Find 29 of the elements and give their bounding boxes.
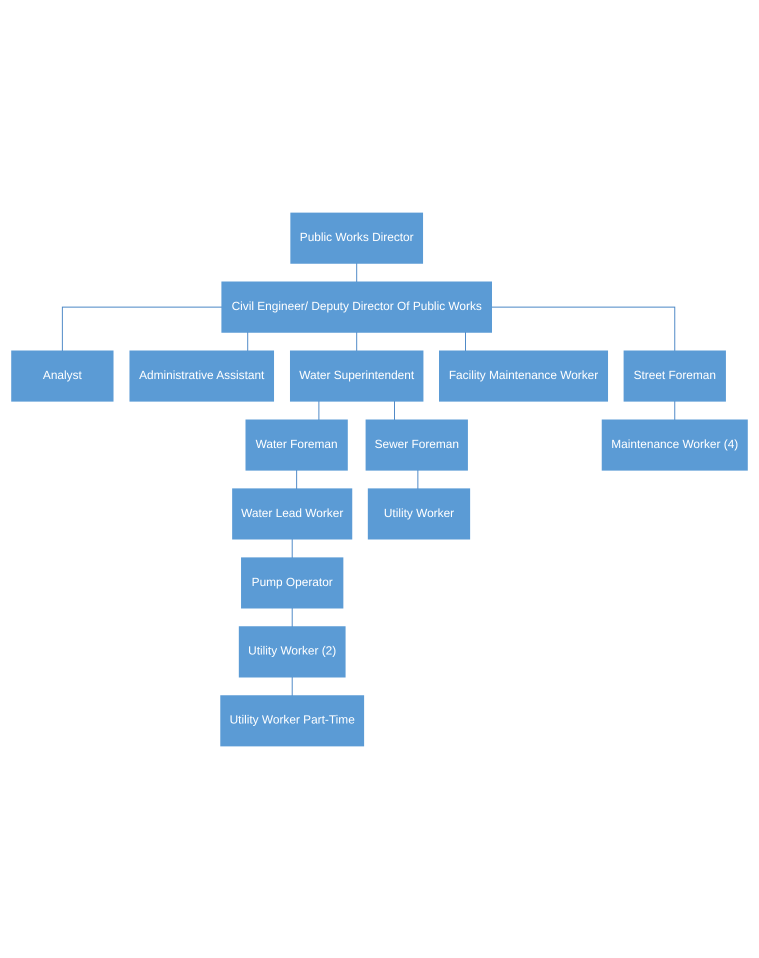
connector bbox=[292, 607, 293, 627]
node-box: Maintenance Worker (4) bbox=[602, 418, 748, 470]
connector bbox=[417, 469, 418, 489]
connector bbox=[296, 469, 298, 489]
node-box: Administrative Assistant bbox=[129, 350, 274, 402]
connector bbox=[292, 538, 293, 558]
node-box: Street Foreman bbox=[624, 350, 726, 402]
connector bbox=[465, 331, 466, 351]
node-box: Public Works Director bbox=[290, 212, 424, 264]
node-box: Water Superintendent bbox=[290, 350, 424, 402]
node-box: Utility Worker bbox=[368, 488, 470, 540]
node-box: Analyst bbox=[11, 350, 114, 402]
connector bbox=[318, 400, 320, 420]
node-box: Facility Maintenance Worker bbox=[439, 350, 608, 402]
node-box: Sewer Foreman bbox=[366, 418, 468, 470]
node-box: Pump Operator bbox=[241, 556, 344, 608]
node-box: Water Lead Worker bbox=[232, 488, 352, 540]
node-box: Utility Worker (2) bbox=[238, 626, 346, 677]
node-box: Civil Engineer/ Deputy Director Of Public Works bbox=[221, 281, 492, 332]
connector bbox=[674, 400, 676, 420]
node-box: Water Foreman bbox=[246, 418, 348, 470]
node-box: Utility Worker Part-Time bbox=[220, 694, 364, 746]
connector bbox=[62, 306, 222, 351]
connector bbox=[356, 262, 358, 282]
connector bbox=[394, 400, 395, 420]
connector bbox=[491, 306, 676, 351]
connector bbox=[356, 331, 358, 351]
connector bbox=[247, 331, 248, 351]
connector bbox=[292, 676, 293, 696]
